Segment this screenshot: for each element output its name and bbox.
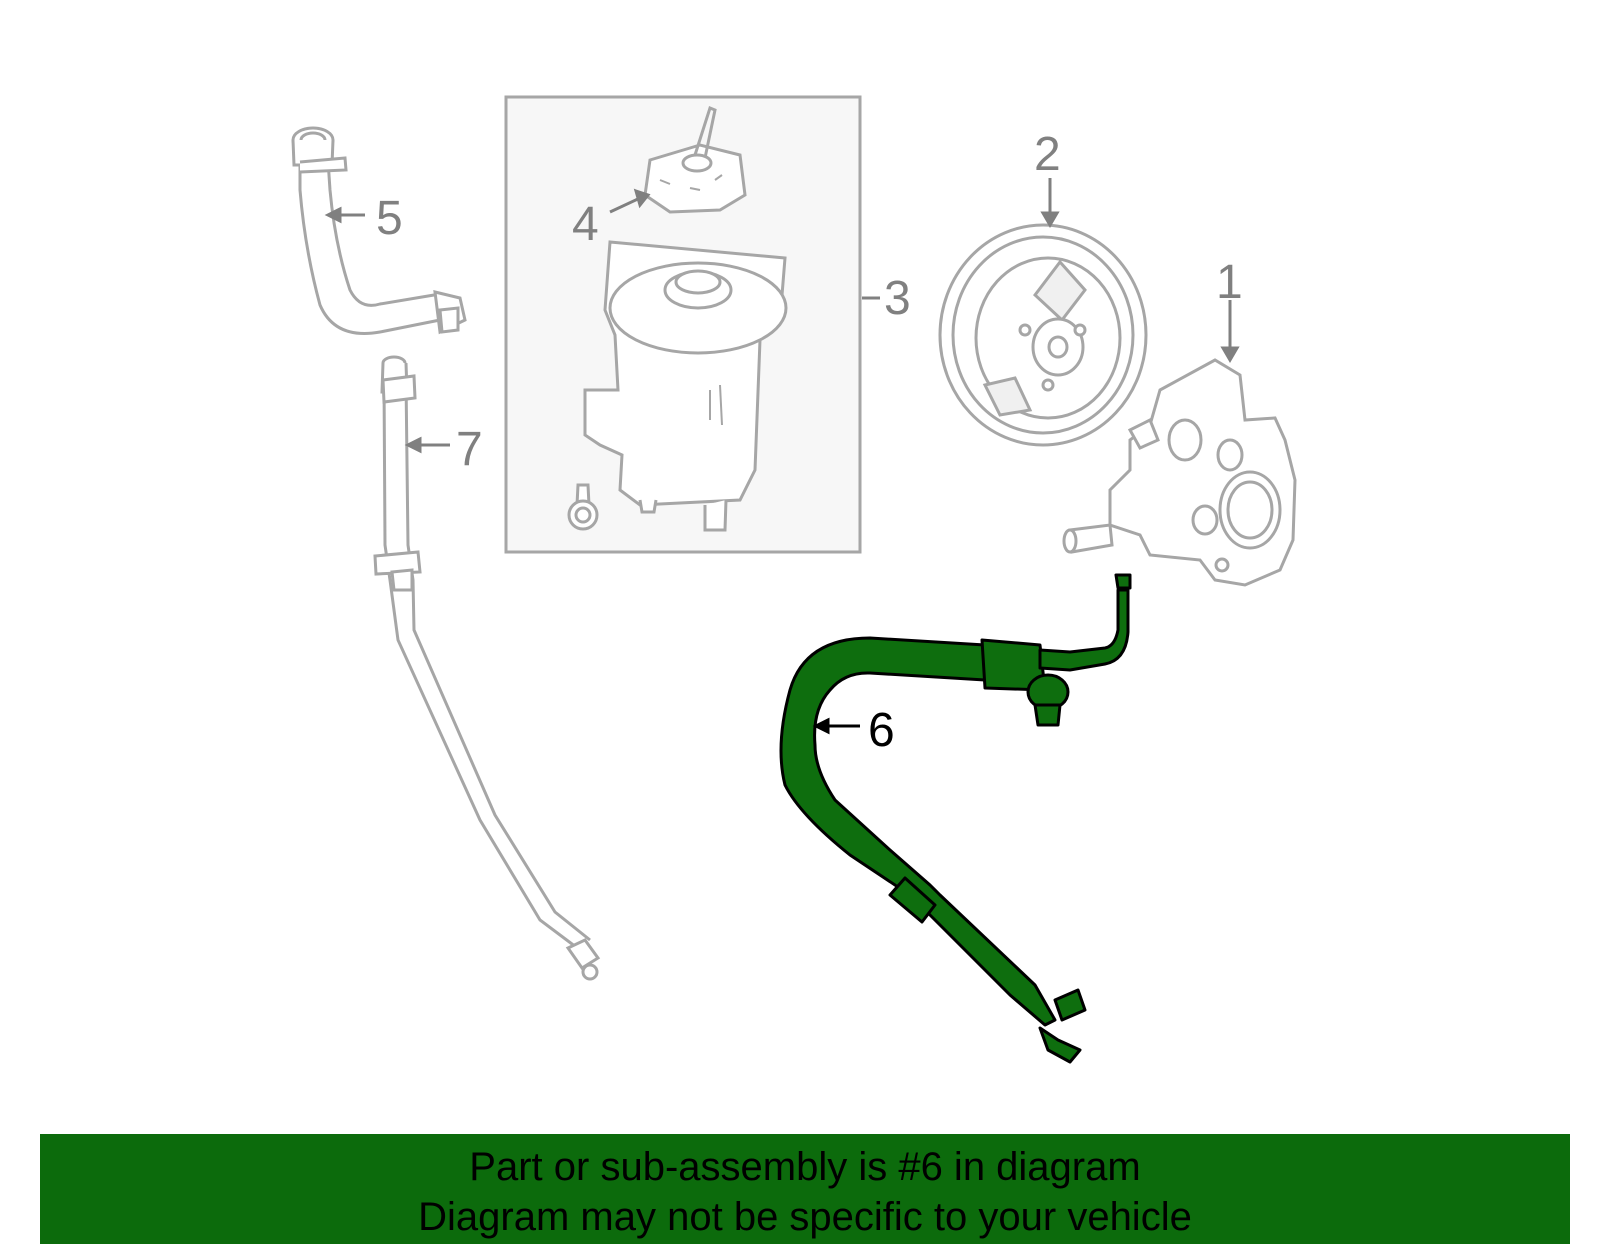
callout-1[interactable]: 1 xyxy=(1216,256,1243,309)
banner-line-disclaimer: Diagram may not be specific to your vehi… xyxy=(418,1195,1192,1239)
leader-line-6 xyxy=(812,717,860,735)
callout-5[interactable]: 5 xyxy=(376,192,403,245)
callout-7[interactable]: 7 xyxy=(456,423,483,476)
part-1-pump[interactable] xyxy=(1062,358,1297,587)
part-2-pulley[interactable] xyxy=(938,223,1148,447)
callout-3[interactable]: 3 xyxy=(884,272,911,325)
part-5-hose[interactable] xyxy=(291,126,467,335)
banner-line-part: Part or sub-assembly is #6 in diagram xyxy=(469,1145,1141,1189)
leader-lines xyxy=(324,178,1240,454)
callout-2[interactable]: 2 xyxy=(1034,128,1061,181)
callout-6[interactable]: 6 xyxy=(868,704,895,757)
part-4-reservoir-cap[interactable] xyxy=(643,106,747,214)
part-3-reservoir[interactable] xyxy=(567,240,788,532)
part-7-tube[interactable] xyxy=(373,355,601,981)
part-6-pressure-hose[interactable] xyxy=(779,573,1132,1064)
callout-4[interactable]: 4 xyxy=(572,198,599,251)
info-banner: Part or sub-assembly is #6 in diagram Di… xyxy=(40,1134,1570,1244)
